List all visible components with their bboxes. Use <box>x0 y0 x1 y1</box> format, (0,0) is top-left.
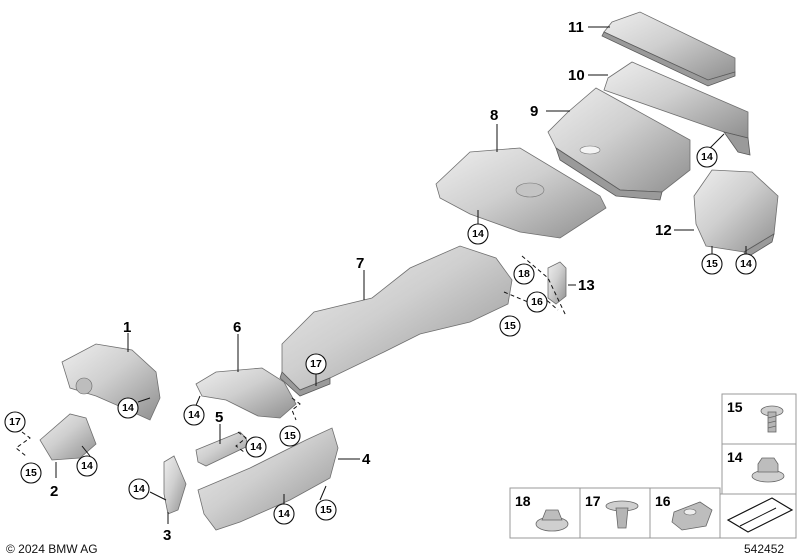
part-label-8: 8 <box>490 107 498 124</box>
legend-label-14: 14 <box>727 449 743 465</box>
nut-14-icon <box>751 457 785 483</box>
direction-arrow-icon <box>726 497 794 533</box>
svg-text:14: 14 <box>133 483 145 495</box>
part-label-2: 2 <box>50 483 58 500</box>
svg-text:14: 14 <box>701 151 713 163</box>
callout-17-a: 17 <box>305 353 327 375</box>
legend-label-18: 18 <box>515 493 531 509</box>
part-label-1: 1 <box>123 319 131 336</box>
legend-label-17: 17 <box>585 493 601 509</box>
part-label-9: 9 <box>530 103 538 120</box>
svg-text:15: 15 <box>504 320 516 332</box>
part-label-6: 6 <box>233 319 241 336</box>
callout-18-a: 18 <box>513 263 535 285</box>
svg-text:15: 15 <box>25 467 37 479</box>
heat-shield-11[interactable] <box>601 11 736 87</box>
clip-17-icon <box>605 500 639 529</box>
svg-text:14: 14 <box>250 441 262 453</box>
svg-text:15: 15 <box>320 504 332 516</box>
callout-14-h: 14 <box>128 478 150 500</box>
clip-nut-16-icon <box>671 501 713 531</box>
callout-16-a: 16 <box>526 291 548 313</box>
part-label-5: 5 <box>215 409 223 426</box>
callout-15-b: 15 <box>499 315 521 337</box>
copyright-text: © 2024 BMW AG <box>6 542 98 556</box>
svg-text:16: 16 <box>531 296 543 308</box>
svg-text:14: 14 <box>740 258 752 270</box>
legend-label-15: 15 <box>727 399 743 415</box>
nut-18-icon <box>535 509 569 532</box>
svg-text:14: 14 <box>122 402 134 414</box>
part-label-13: 13 <box>578 277 595 294</box>
svg-text:14: 14 <box>188 409 200 421</box>
svg-text:17: 17 <box>9 416 21 428</box>
heat-shield-9[interactable] <box>547 87 691 201</box>
callout-15-e: 15 <box>315 499 337 521</box>
svg-text:15: 15 <box>706 258 718 270</box>
part-label-11: 11 <box>568 19 584 36</box>
callout-14-i: 14 <box>273 503 295 525</box>
heat-shield-2[interactable] <box>39 413 97 461</box>
bracket-3[interactable] <box>163 455 187 515</box>
callout-14-a: 14 <box>696 146 718 168</box>
callout-14-c: 14 <box>735 253 757 275</box>
part-label-7: 7 <box>356 255 364 272</box>
heat-shield-6[interactable] <box>195 367 297 419</box>
fastener-legend: 15 14 18 17 16 <box>509 393 797 539</box>
diagram-id: 542452 <box>744 542 784 556</box>
part-label-4: 4 <box>362 451 371 468</box>
svg-text:14: 14 <box>278 508 290 520</box>
svg-text:14: 14 <box>81 460 93 472</box>
screw-15-icon <box>760 405 784 433</box>
callout-14-f: 14 <box>76 455 98 477</box>
callout-14-d: 14 <box>183 404 205 426</box>
callout-14-b: 14 <box>467 223 489 245</box>
heat-shield-5[interactable] <box>195 431 249 467</box>
svg-text:18: 18 <box>518 268 530 280</box>
callout-17-b: 17 <box>4 411 26 433</box>
callout-15-c: 15 <box>279 425 301 447</box>
part-label-3: 3 <box>163 527 171 544</box>
callout-14-e: 14 <box>117 397 139 419</box>
heat-shield-10[interactable] <box>603 61 751 156</box>
part-label-12: 12 <box>655 222 672 239</box>
heat-shield-7[interactable] <box>279 245 513 397</box>
heat-shield-1[interactable] <box>61 343 161 421</box>
svg-text:17: 17 <box>310 358 322 370</box>
heat-shield-4[interactable] <box>197 427 339 531</box>
callout-14-g: 14 <box>245 436 267 458</box>
callout-15-d: 15 <box>20 462 42 484</box>
legend-label-16: 16 <box>655 493 671 509</box>
callout-15-a: 15 <box>701 253 723 275</box>
heat-shield-12[interactable] <box>693 169 779 259</box>
svg-text:15: 15 <box>284 430 296 442</box>
part-label-10: 10 <box>568 67 585 84</box>
bracket-13[interactable] <box>547 261 567 305</box>
svg-text:14: 14 <box>472 228 484 240</box>
